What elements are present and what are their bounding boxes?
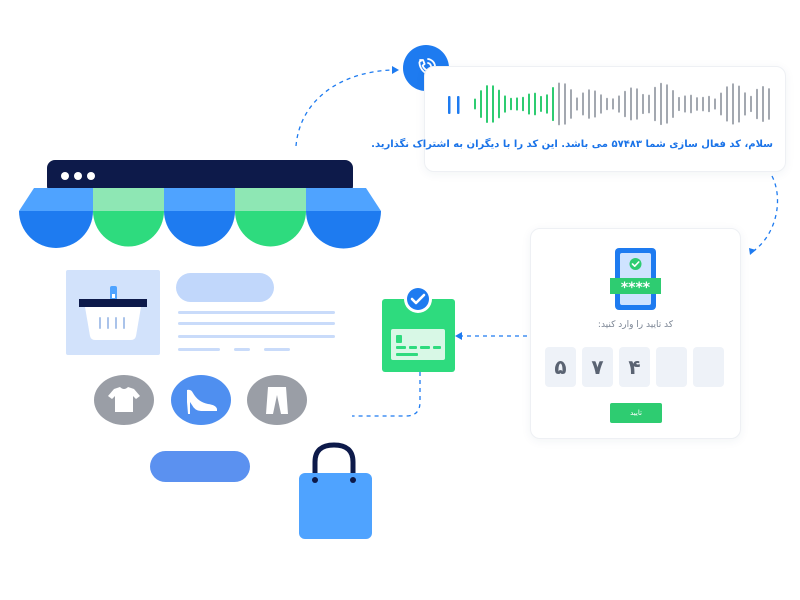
waveform-bar [768,88,770,120]
code-digit-3[interactable]: ۴ [619,347,650,387]
waveform-bar [630,87,632,121]
waveform-bar [726,86,728,122]
waveform-bar [612,98,614,110]
waveform-bar [480,90,482,118]
verification-label: کد تایید را وارد کنید: [597,320,674,330]
code-digit-4[interactable] [656,347,687,387]
verification-card: **** کد تایید را وارد کنید: ۵ ۷ ۴ تایید [530,228,741,439]
waveform-bar [600,94,602,114]
waveform-bar [720,92,722,116]
waveform-bar [618,95,620,113]
waveform-bar [516,97,518,111]
waveform-bar [666,84,668,124]
waveform-bar [504,95,506,113]
shoe-category-icon[interactable] [170,374,232,426]
shopping-bag-icon [299,442,372,539]
waveform-bar [486,85,488,123]
waveform-bar [564,83,566,125]
waveform-bar [648,94,650,114]
code-digit-5[interactable] [693,347,724,387]
code-digit-1[interactable]: ۵ [545,347,576,387]
waveform-bar [762,86,764,122]
waveform-bar [684,95,686,113]
waveform-bar [474,98,476,110]
payment-approved-card [382,285,455,372]
store-awning-illustration [19,160,381,249]
waveform-bar [540,95,542,112]
waveform-bar [528,93,530,115]
waveform-bar [594,90,596,118]
waveform-bar [576,97,578,111]
svg-text:****: **** [621,280,651,296]
verified-phone-icon: **** [610,248,661,310]
waveform-bar [606,97,608,111]
waveform-bar [714,98,716,110]
waveform-bar [756,88,758,120]
pause-icon[interactable] [447,95,461,115]
verification-code-inputs: ۵ ۷ ۴ [545,347,727,387]
waveform-bar [732,83,734,125]
waveform-bar [660,82,662,126]
shopping-basket-icon [79,286,147,340]
waveform-bar [570,89,572,119]
confirm-button[interactable]: تایید [610,403,662,423]
product-title-placeholder [176,273,274,302]
waveform-bar [510,97,512,111]
waveform-bar [708,95,710,113]
voice-message-card: سلام، کد فعال سازی شما ۵۷۴۸۳ می باشد. ای… [371,66,786,172]
waveform-bar [654,86,656,122]
waveform-bar [702,96,704,112]
waveform-bar [750,95,752,113]
product-description-placeholder [178,311,335,351]
waveform-bar [678,96,680,112]
waveform-bar [522,96,524,112]
waveform-bar [534,92,536,116]
waveform-bar [498,89,500,119]
waveform-bar [624,90,626,118]
waveform-bar [546,94,548,114]
waveform-bar [588,89,590,119]
waveform-bar [636,88,638,120]
waveform-bar [552,87,554,122]
waveform-bar [642,93,644,115]
code-digit-2[interactable]: ۷ [582,347,613,387]
pants-category-icon[interactable] [246,374,308,426]
waveform-bar [672,90,674,118]
waveform-bar [738,85,740,123]
waveform-bar [690,94,692,114]
waveform-bar [744,92,746,116]
waveform-bar [696,97,698,111]
waveform-bar [582,92,584,116]
audio-waveform [474,82,770,126]
voice-message-text: سلام، کد فعال سازی شما ۵۷۴۸۳ می باشد. ای… [371,139,773,150]
add-to-cart-button[interactable] [150,451,250,482]
waveform-bar [492,85,494,123]
waveform-bar [558,82,560,126]
product-image [66,270,160,355]
tshirt-category-icon[interactable] [93,374,155,426]
